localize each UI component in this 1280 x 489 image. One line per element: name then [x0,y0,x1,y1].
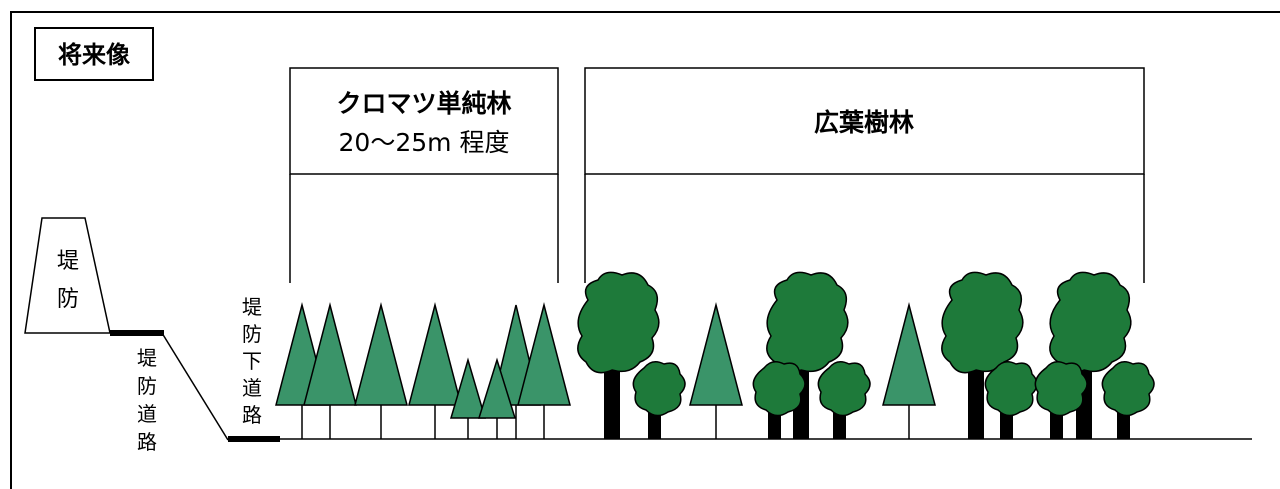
broadleaf-tree-icon [577,271,660,439]
conifer-tree-icon [689,302,743,439]
conifer-tree-icon [354,302,408,439]
broadleaf-tree-icon [941,271,1024,439]
conifer-tree-icon [517,302,571,439]
under-levee-road-label-1: 堤 [242,295,262,319]
under-levee-road-label-2: 防 [242,322,262,346]
under-levee-road-label-5: 路 [242,403,262,427]
broadleaf-tree-icon [752,361,806,439]
levee-road-label-4: 路 [137,430,157,454]
under-levee-road-label-4: 道 [242,376,262,400]
broadleaf-zone-name: 広葉樹林 [814,108,914,137]
title-box [34,27,154,81]
levee-slope [161,332,229,441]
levee-road-label-1: 堤 [137,346,157,370]
under-levee-road-label-3: 下 [242,349,262,373]
under-levee-road [228,436,280,442]
levee-road-label-2: 防 [137,374,157,398]
levee-road [110,330,164,336]
broadleaf-tree-icon [632,361,686,439]
conifer-tree-icon [449,357,487,439]
pine-zone-height: 20～25m 程度 [339,128,510,157]
broadleaf-tree-icon [1034,361,1088,439]
conifer-tree-icon [882,302,936,439]
broadleaf-tree-icon [817,361,871,439]
broadleaf-tree-icon [984,361,1038,439]
broadleaf-trees [577,271,1155,439]
pine-zone-box [289,67,559,175]
broadleaf-tree-icon [1101,361,1155,439]
outer-frame [10,11,1280,489]
conifer-tree-icon [408,302,462,439]
pine-trees [275,302,571,439]
levee-label-2: 防 [57,287,79,312]
pine-zone-name: クロマツ単純林 [336,89,511,118]
levee-road-label-3: 道 [137,402,157,426]
broadleaf-zone-box [584,67,1145,175]
conifer-tree-icon [303,302,357,439]
levee-label-1: 堤 [57,249,79,274]
conifer-tree-icon [477,357,517,439]
title: 将来像 [58,41,131,69]
levee-shape [24,217,111,334]
